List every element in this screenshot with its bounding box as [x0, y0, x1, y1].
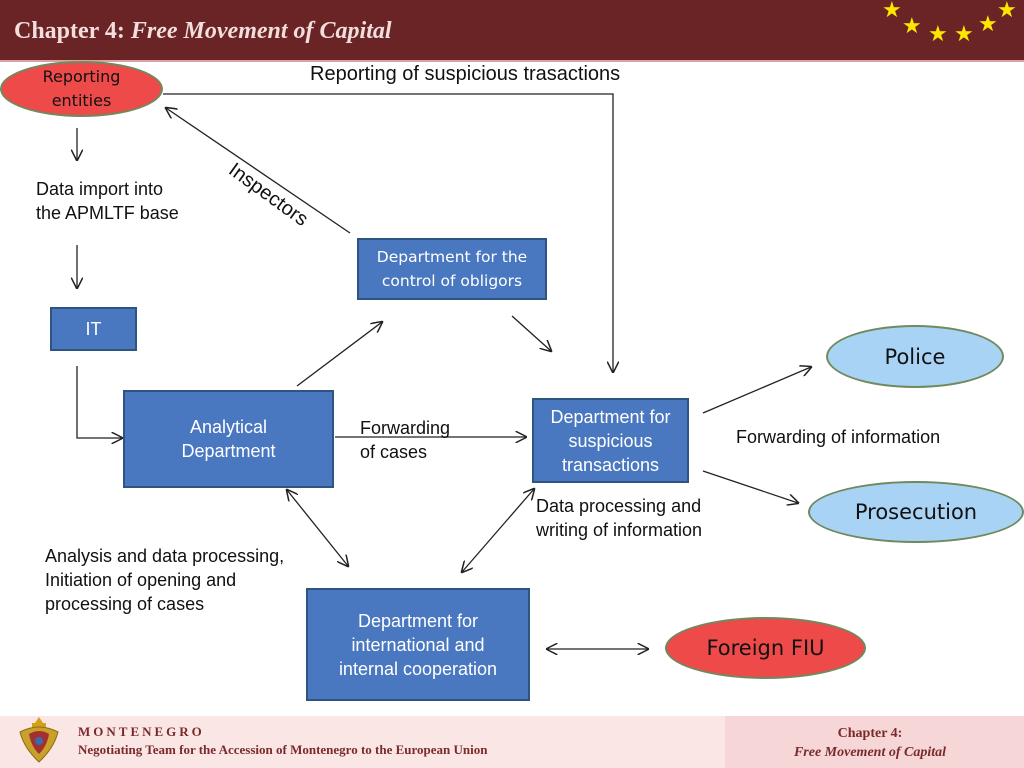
star-icon: ★ [882, 0, 902, 23]
analytical-dept-node: Analytical Department [123, 390, 334, 488]
arrow-analytical-to-control [296, 322, 382, 387]
arrow-suspicious-to-police [702, 367, 811, 414]
forwarding-cases-label: Forwarding of cases [360, 418, 451, 462]
data-import-label: Data import into the APMLTF base [36, 179, 179, 223]
arrow-analytical-international [287, 490, 348, 566]
analytical-dept-label: Analytical Department [181, 417, 276, 461]
suspicious-dept-label: Department for suspicious transactions [550, 406, 671, 475]
star-icon: ★ [997, 0, 1017, 23]
coat-of-arms-icon [19, 717, 59, 763]
control-dept-node: Department for the control of obligors [357, 238, 547, 300]
arrow-international-suspicious [462, 489, 534, 572]
police-label: Police [884, 344, 946, 369]
data-processing-label: Data processing and writing of informati… [536, 496, 703, 540]
foreign-fiu-node: Foreign FIU [665, 617, 866, 679]
star-icon: ★ [978, 12, 998, 37]
reporting-suspicious-label: Reporting of suspicious trasactions [310, 63, 621, 85]
star-icon: ★ [928, 22, 948, 47]
footer-right-panel [725, 716, 1024, 768]
arrow-control-to-reporting [166, 108, 351, 234]
footer-chapter-subject: Free Movement of Capital [793, 745, 947, 760]
slide-title: Chapter 4: Free Movement of Capital [14, 18, 392, 45]
arrow-reporting-to-suspicious [163, 93, 613, 372]
control-dept-label: Department for the control of obligors [376, 248, 528, 290]
footer-chapter: Chapter 4: Free Movement of Capital [770, 724, 970, 762]
reporting-entities-label: Reporting entities [42, 67, 121, 110]
analysis-label: Analysis and data processing, Initiation… [45, 546, 285, 614]
forwarding-info-label: Forwarding of information [736, 427, 941, 447]
suspicious-dept-node: Department for suspicious transactions [532, 398, 689, 483]
footer-country: MONTENEGRO [78, 724, 205, 739]
reporting-entities-node: Reporting entities [0, 61, 163, 117]
arrow-control-to-suspicious [511, 315, 551, 351]
arrow-suspicious-to-prosecution [702, 470, 798, 503]
footer-team: Negotiating Team for the Accession of Mo… [78, 742, 488, 757]
footer-chapter-number: Chapter 4: [837, 726, 903, 741]
prosecution-label: Prosecution [854, 500, 978, 524]
arrow-it-to-analytical [76, 366, 122, 438]
international-dept-node: Department for international and interna… [306, 588, 530, 701]
foreign-fiu-label: Foreign FIU [706, 636, 825, 660]
star-icon: ★ [902, 14, 922, 39]
police-node: Police [826, 325, 1004, 388]
it-label: IT [85, 318, 102, 339]
title-chapter: Chapter 4: [14, 18, 125, 44]
prosecution-node: Prosecution [808, 481, 1024, 543]
international-dept-label: Department for international and interna… [338, 610, 498, 679]
title-subject: Free Movement of Capital [130, 18, 392, 44]
header-bar [0, 0, 1024, 62]
star-icon: ★ [954, 22, 974, 47]
it-node: IT [50, 307, 137, 351]
